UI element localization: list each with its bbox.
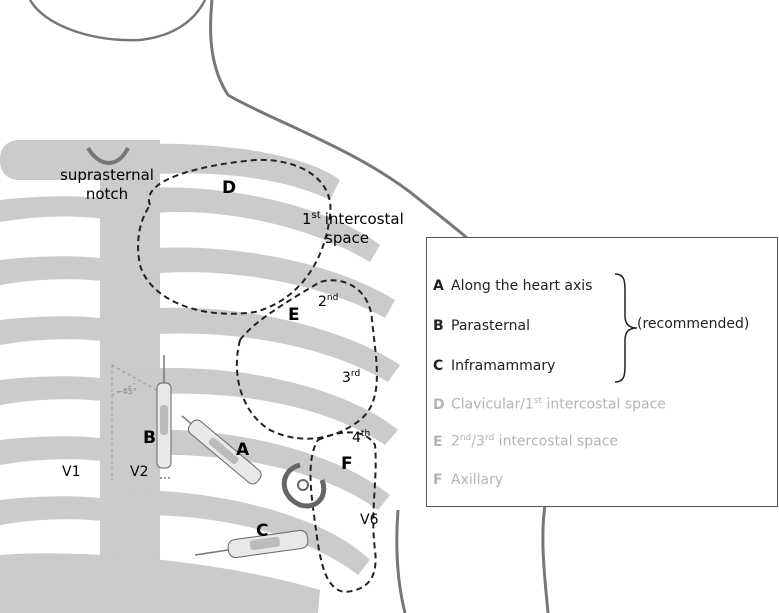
legend-sup-d: st <box>534 396 542 406</box>
legend-key-d: D <box>433 397 451 413</box>
legend-key-b: B <box>433 318 451 334</box>
legend-text-e-mid: /3 <box>471 434 485 450</box>
legend-sup-e: nd <box>460 433 471 443</box>
position-e-label: E <box>288 305 300 325</box>
torso-outline <box>397 510 405 613</box>
legend-text-e-post: intercostal space <box>494 434 618 450</box>
legend-item-d: DClavicular/1st intercostal space <box>433 396 666 413</box>
v6-label: V6 <box>360 512 379 528</box>
position-a-label: A <box>236 440 250 460</box>
position-c-label: C <box>256 521 268 541</box>
brace-icon <box>613 272 639 384</box>
fourth-rib-label: 4th <box>352 429 370 446</box>
v2-label: V2 <box>130 464 148 480</box>
legend-text-d: Clavicular/1 <box>451 397 534 413</box>
legend-key-c: C <box>433 358 451 374</box>
legend-key-a: A <box>433 278 451 294</box>
legend-text-a: Along the heart axis <box>451 278 592 294</box>
v1-label: V1 <box>62 464 80 480</box>
legend-text-f: Axillary <box>451 472 503 488</box>
legend-text-e: 2 <box>451 434 460 450</box>
legend-sup-e2: rd <box>485 433 494 443</box>
legend-text-b: Parasternal <box>451 318 530 334</box>
space-label: space <box>325 229 369 247</box>
angle-label: ~45° <box>116 387 137 396</box>
ultrasound-probe-c <box>195 530 309 559</box>
notch-label: notch <box>86 185 128 203</box>
legend-item-c: CInframammary <box>433 358 555 374</box>
legend-text-d-post: intercostal space <box>542 397 666 413</box>
position-d-label: D <box>222 178 236 198</box>
legend-box: AAlong the heart axis BParasternal CInfr… <box>426 237 778 507</box>
legend-item-a: AAlong the heart axis <box>433 278 592 294</box>
legend-item-e: E2nd/3rd intercostal space <box>433 433 618 450</box>
neck-outline-left <box>30 0 205 40</box>
legend-key-e: E <box>433 434 451 450</box>
second-rib-label: 2nd <box>318 293 338 310</box>
position-f-label: F <box>341 454 353 474</box>
recommended-label: (recommended) <box>637 316 749 332</box>
legend-text-c: Inframammary <box>451 358 555 374</box>
arm-outline <box>543 505 548 613</box>
legend-item-f: FAxillary <box>433 472 503 488</box>
legend-item-b: BParasternal <box>433 318 530 334</box>
third-rib-label: 3rd <box>342 369 360 386</box>
suprasternal-label: suprasternal <box>60 166 154 184</box>
position-b-label: B <box>143 428 156 448</box>
legend-key-f: F <box>433 472 451 488</box>
